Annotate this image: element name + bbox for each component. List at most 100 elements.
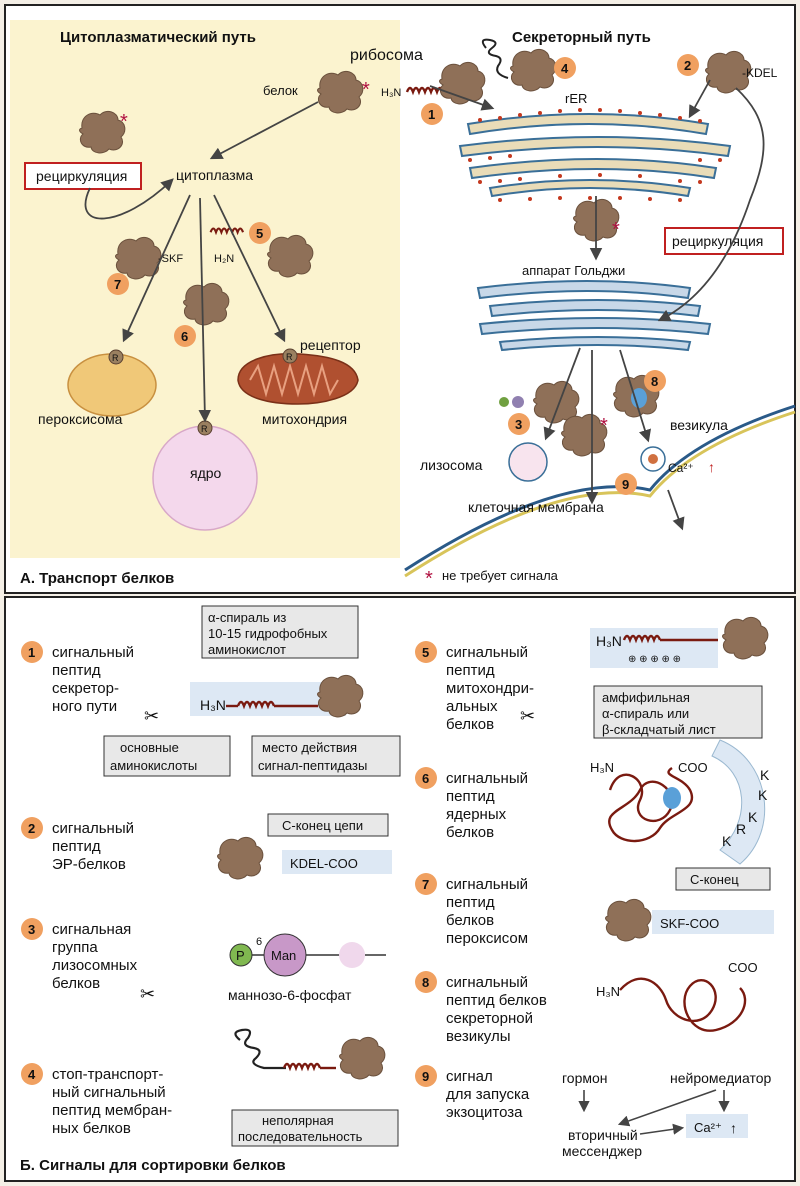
coo-label-b8: COO (728, 960, 758, 975)
mito-receptor (282, 348, 298, 364)
ca-up-b9: ↑ (730, 1120, 737, 1136)
m6p-marker-1 (499, 397, 509, 407)
recycling-left: рециркуляция (36, 168, 127, 184)
section-a-title: А. Транспорт белков (20, 570, 174, 587)
skf-tag: -SKF (158, 253, 183, 265)
svg-text:8: 8 (422, 975, 429, 990)
h3n-label-b8: H₃N (596, 984, 620, 999)
ca-label-a: Ca²⁺ (668, 461, 694, 475)
svg-text:сигнал-пептидазы: сигнал-пептидазы (258, 758, 367, 773)
vesicle-signal (631, 388, 647, 408)
svg-text:ЭР-белков: ЭР-белков (52, 856, 126, 873)
svg-text:вторичный: вторичный (568, 1127, 638, 1143)
svg-text:пептид мембран-: пептид мембран- (52, 1102, 172, 1119)
cleavage-callout-text: место действия сигнал-пептидазы (258, 740, 367, 773)
helix-callout-text: α-спираль из 10-15 гидрофобных аминокисл… (208, 610, 328, 657)
svg-text:6: 6 (181, 329, 188, 344)
kdel-tag: -KDEL (742, 66, 778, 80)
protein-b7 (605, 898, 652, 942)
cterm-callout-2 (675, 867, 771, 891)
svg-text:место действия: место действия (262, 740, 357, 755)
item-texts-left: сигнальный пептид секретор- ного пути си… (52, 644, 172, 1137)
nucleus-label: ядро (190, 465, 222, 481)
vesicle-label: везикула (670, 417, 728, 433)
svg-text:группа: группа (52, 939, 98, 956)
step-numbers-a: 1 2 3 4 5 6 7 8 9 (114, 58, 691, 492)
cell-membrane (404, 404, 796, 572)
man-label: Man (271, 948, 296, 963)
svg-text:K: K (758, 787, 768, 803)
nuclear-protein-chain (608, 767, 694, 843)
helix-callout (201, 605, 359, 659)
no-signal-star-4: * (600, 415, 608, 437)
h3n-label-b5: H₃N (596, 633, 622, 649)
stop-transfer-protein (510, 48, 557, 92)
svg-text:экзоцитоза: экзоцитоза (446, 1104, 523, 1121)
nonpolar-callout-text: неполярная последовательность (238, 1113, 363, 1144)
svg-text:ядерных: ядерных (446, 806, 507, 823)
svg-text:α-спираль из: α-спираль из (208, 610, 286, 625)
svg-text:белков: белков (446, 824, 494, 841)
svg-text:лизосомных: лизосомных (52, 957, 138, 974)
svg-text:аминокислот: аминокислот (208, 642, 286, 657)
stop-transfer-chain-b4 (234, 1028, 286, 1070)
svg-text:3: 3 (28, 922, 35, 937)
ca-up-arrow: ↑ (708, 459, 715, 475)
golgi-apparatus (476, 280, 712, 352)
svg-text:везикулы: везикулы (446, 1028, 511, 1045)
scissors-icon-5: ✂ (520, 706, 535, 726)
svg-text:10-15 гидрофобных: 10-15 гидрофобных (208, 626, 328, 641)
svg-text:последовательность: последовательность (238, 1129, 363, 1144)
svg-text:сигнал: сигнал (446, 1068, 493, 1085)
svg-text:ных белков: ных белков (52, 1120, 131, 1137)
cleavage-callout (251, 735, 401, 777)
item-numbers-b: 1 2 3 4 5 6 7 8 9 (28, 645, 429, 1084)
svg-text:5: 5 (256, 226, 263, 241)
mitochondrion (237, 352, 359, 405)
svg-text:сигнальный: сигнальный (446, 770, 528, 787)
scissors-icon-3: ✂ (140, 984, 155, 1004)
golgi-label: аппарат Гольджи (522, 263, 625, 278)
r-label-3: R (286, 352, 293, 362)
protein-b4 (339, 1036, 386, 1080)
svg-text:пептид: пептид (52, 838, 101, 855)
mitochondria-label: митохондрия (262, 411, 347, 427)
svg-text:митохондри-: митохондри- (446, 680, 534, 697)
sugar-circle (339, 942, 365, 968)
right-title: Секреторный путь (512, 29, 651, 46)
rer-label: rER (565, 91, 587, 106)
svg-text:основные: основные (120, 740, 179, 755)
mito-protein (267, 234, 314, 278)
nls-letters: K K K R K (722, 767, 770, 849)
svg-text:K: K (748, 809, 758, 825)
svg-text:2: 2 (28, 821, 35, 836)
peroxisome-label: пероксисома (38, 411, 123, 427)
cytoplasm-label: цитоплазма (176, 167, 253, 183)
signal-arrows (578, 1089, 730, 1135)
plus-charges: ⊕ ⊕ ⊕ ⊕ ⊕ (628, 654, 681, 665)
svg-text:мессенджер: мессенджер (562, 1143, 642, 1159)
svg-text:K: K (760, 767, 770, 783)
cell-membrane-inner (404, 410, 796, 578)
svg-text:R: R (736, 821, 746, 837)
legend-star: * (425, 568, 433, 590)
m6p-marker-2 (512, 396, 524, 408)
svg-text:пептид: пептид (446, 894, 495, 911)
h2n-label: H₂N (214, 253, 234, 265)
svg-text:4: 4 (561, 61, 569, 76)
m6p-label: маннозо-6-фосфат (228, 987, 352, 1003)
svg-text:сигнальный: сигнальный (52, 820, 134, 837)
nls-site (663, 787, 681, 809)
vesicle-cargo (648, 454, 658, 464)
membrane-label: клеточная мембрана (468, 499, 604, 515)
lysosome (508, 442, 548, 482)
svg-text:1: 1 (28, 645, 35, 660)
rough-er (458, 113, 732, 198)
p-label: P (236, 948, 245, 963)
step-markers-b (21, 641, 437, 1087)
hormone-label: гормон (562, 1070, 608, 1086)
no-signal-star: * (362, 79, 370, 101)
recycling-box-right (664, 227, 784, 255)
left-title: Цитоплазматический путь (60, 29, 256, 46)
